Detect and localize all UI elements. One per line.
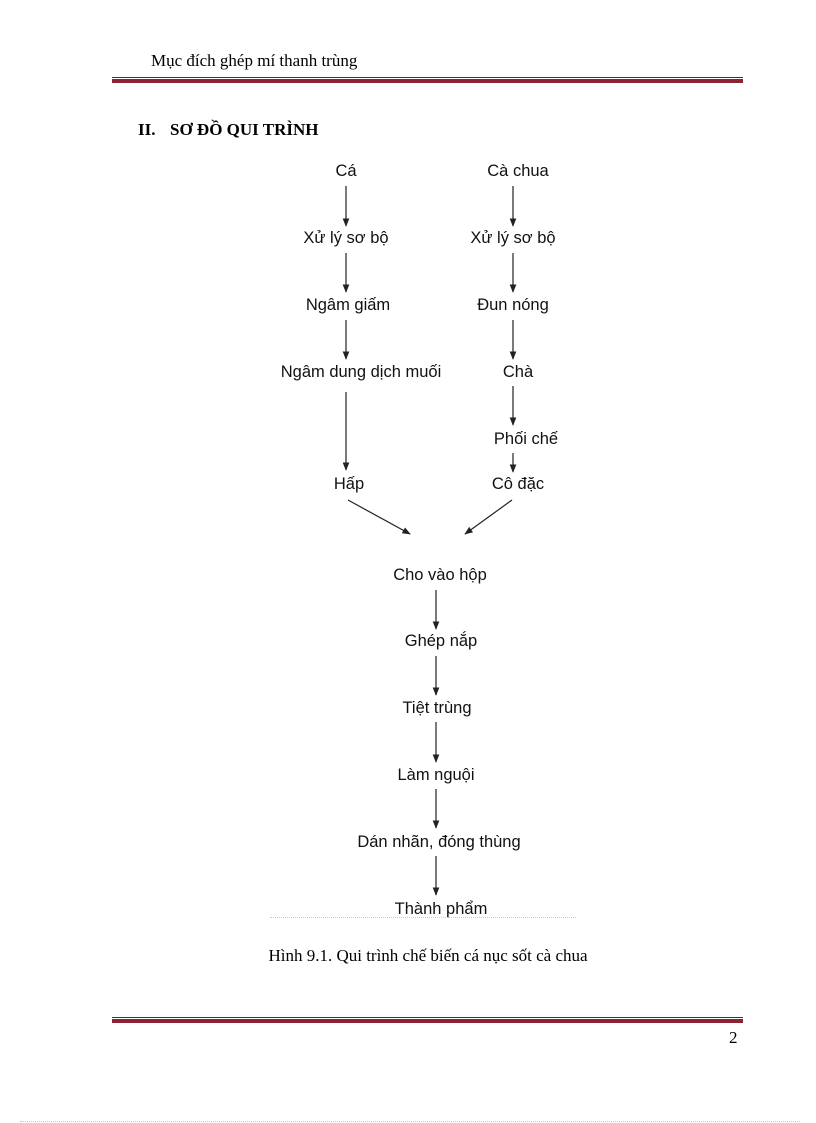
step-tomato-preprocess: Xử lý sơ bộ	[470, 229, 555, 247]
tomato-branch: Cà chua Xử lý sơ bộ Đun nóng Chà Phối ch…	[470, 162, 558, 493]
step-labeling: Dán nhãn, đóng thùng	[357, 833, 520, 851]
step-canning: Cho vào hộp	[393, 566, 487, 584]
step-tomato-heat: Đun nóng	[477, 296, 549, 314]
section-heading: II. SƠ ĐỒ QUI TRÌNH	[138, 120, 318, 140]
page-bottom-divider	[20, 1121, 800, 1122]
main-flow: Cho vào hộp Ghép nắp Tiệt trùng Làm nguộ…	[357, 566, 520, 918]
step-fish-brine: Ngâm dung dịch muối	[281, 363, 442, 381]
section-title: SƠ ĐỒ QUI TRÌNH	[170, 120, 319, 139]
step-tomato-sieve: Chà	[503, 363, 534, 381]
step-fish-vinegar: Ngâm giấm	[306, 296, 390, 314]
step-tomato-mix: Phối chế	[494, 430, 558, 448]
step-finished-product: Thành phẩm	[395, 900, 488, 918]
section-number: II.	[138, 120, 156, 139]
step-seaming: Ghép nắp	[405, 631, 477, 650]
step-cooling: Làm nguội	[397, 766, 474, 784]
step-fish-preprocess: Xử lý sơ bộ	[303, 229, 388, 247]
fish-branch: Cá Xử lý sơ bộ Ngâm giấm Ngâm dung dịch …	[281, 162, 442, 493]
page-number: 2	[729, 1028, 738, 1047]
arrow-merge-tomato	[464, 499, 513, 535]
step-tomato-concentrate: Cô đặc	[492, 475, 544, 493]
step-tomato: Cà chua	[487, 162, 549, 180]
figure-divider	[270, 917, 576, 918]
running-header: Mục đích ghép mí thanh trùng	[151, 51, 358, 70]
footer-rule	[112, 1017, 743, 1023]
header-rule	[112, 77, 743, 83]
arrow-merge-fish	[347, 499, 411, 535]
step-fish: Cá	[335, 162, 357, 180]
figure-caption: Hình 9.1. Qui trình chế biến cá nục sốt …	[268, 946, 588, 965]
step-sterilization: Tiệt trùng	[402, 699, 471, 717]
step-fish-steam: Hấp	[334, 475, 364, 493]
